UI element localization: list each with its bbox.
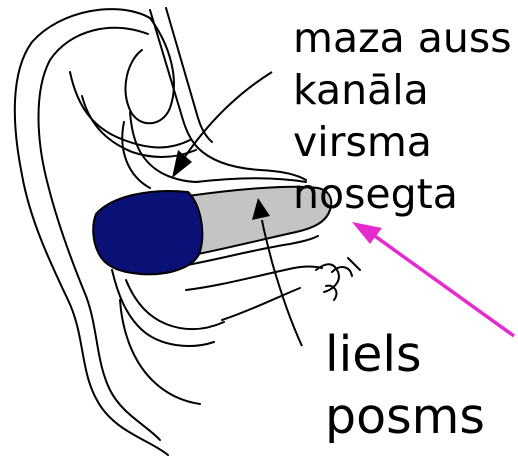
hair-wisp-2 bbox=[332, 267, 352, 276]
bottom-annotation-line-2: posms bbox=[325, 392, 485, 454]
hair-wisp-4 bbox=[348, 258, 360, 270]
top-annotation-line-1: maza auss bbox=[293, 18, 512, 70]
bottom-annotation-line-1: liels bbox=[325, 330, 485, 392]
magenta-pointer-line bbox=[372, 234, 514, 336]
ear-tragus bbox=[198, 148, 306, 180]
earplug-foam bbox=[93, 191, 202, 274]
top-annotation-line-4: nosegta bbox=[293, 174, 512, 226]
top-pointer-head bbox=[172, 150, 192, 178]
ear-antihelix-upper bbox=[126, 18, 174, 123]
ear-canal-bottom-2 bbox=[186, 267, 322, 291]
top-annotation-line-3: virsma bbox=[293, 122, 512, 174]
ear-antitragus-inner bbox=[126, 280, 224, 329]
ear-canal-top bbox=[196, 178, 306, 182]
top-annotation: maza auss kanāla virsma nosegta bbox=[293, 18, 512, 226]
top-annotation-line-2: kanāla bbox=[293, 70, 512, 122]
ear-lobe-inner bbox=[120, 300, 200, 404]
bottom-annotation: liels posms bbox=[325, 330, 485, 454]
